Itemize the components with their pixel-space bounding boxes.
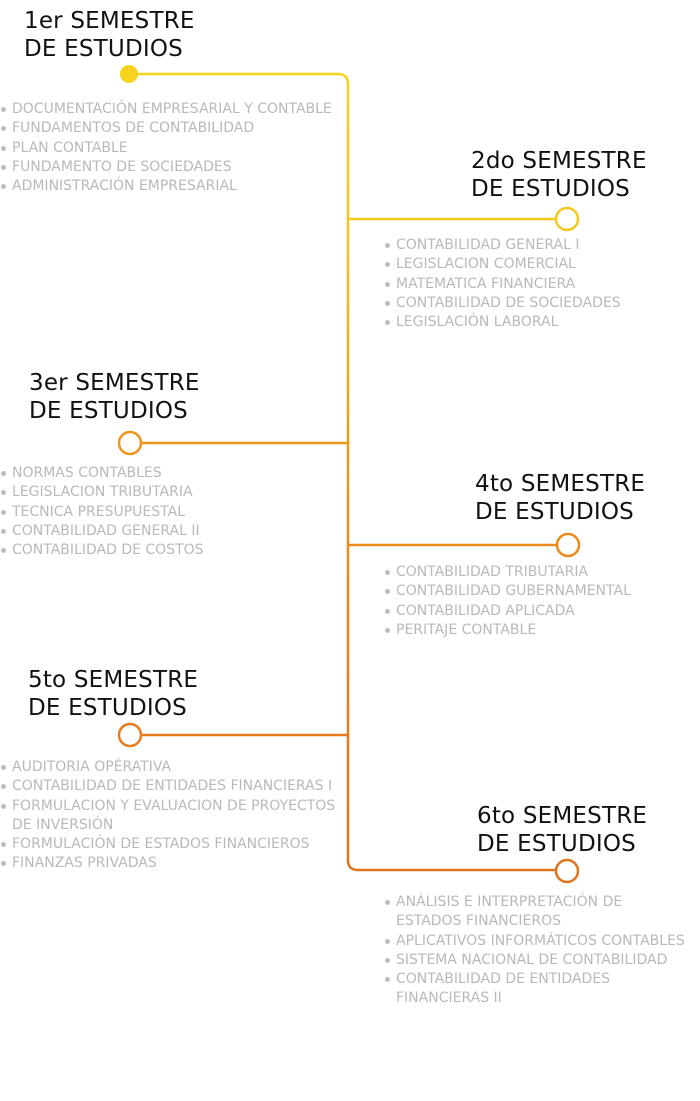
course-item: FORMULACION Y EVALUACION DE PROYECTOS DE… [1, 797, 335, 836]
course-item: LEGISLACIÓN LABORAL [385, 313, 621, 332]
semester-3-title-line1: 3er SEMESTRE [29, 370, 200, 396]
course-item: CONTABILIDAD DE COSTOS [1, 541, 204, 560]
semester-4-title: 4to SEMESTRE DE ESTUDIOS [475, 470, 645, 526]
course-item: SISTEMA NACIONAL DE CONTABILIDAD [385, 951, 685, 970]
course-item: TECNICA PRESUPUESTAL [1, 503, 204, 522]
semester-4-title-line2: DE ESTUDIOS [475, 499, 634, 525]
semester-5-title: 5to SEMESTRE DE ESTUDIOS [28, 666, 198, 722]
course-item: DOCUMENTACIÓN EMPRESARIAL Y CONTABLE [1, 100, 332, 119]
course-item: MATEMATICA FINANCIERA [385, 275, 621, 294]
semester-6-title-line2: DE ESTUDIOS [477, 831, 636, 857]
course-item: CONTABILIDAD DE ENTIDADES FINANCIERAS II [385, 970, 685, 1009]
semester-5-course-list: AUDITORIA OPÉRATIVA CONTABILIDAD DE ENTI… [1, 758, 335, 874]
course-item: CONTABILIDAD TRIBUTARIA [385, 563, 631, 582]
semester-2-title-line2: DE ESTUDIOS [471, 176, 630, 202]
semester-1-title-line1: 1er SEMESTRE [24, 8, 195, 34]
semester-2-title: 2do SEMESTRE DE ESTUDIOS [471, 147, 647, 203]
course-item: CONTABILIDAD DE ENTIDADES FINANCIERAS I [1, 777, 335, 796]
course-item: CONTABILIDAD GUBERNAMENTAL [385, 582, 631, 601]
course-item: FORMULACIÓN DE ESTADOS FINANCIEROS [1, 835, 335, 854]
timeline-trunk [130, 72, 555, 872]
course-item: CONTABILIDAD GENERAL II [1, 522, 204, 541]
semester-1-title: 1er SEMESTRE DE ESTUDIOS [24, 7, 195, 63]
course-item: CONTABILIDAD GENERAL I [385, 236, 621, 255]
semester-2-marker [554, 206, 580, 232]
semester-4-marker [555, 532, 581, 558]
semester-4-title-line1: 4to SEMESTRE [475, 471, 646, 497]
course-item: LEGISLACION COMERCIAL [385, 255, 621, 274]
course-item: PLAN CONTABLE [1, 139, 332, 158]
semester-1-marker [120, 65, 138, 83]
semester-5-marker [117, 722, 143, 748]
course-item: CONTABILIDAD DE SOCIEDADES [385, 294, 621, 313]
semester-3-title-line2: DE ESTUDIOS [29, 398, 188, 424]
semester-6-course-list: ANÁLISIS E INTERPRETACIÓN DE ESTADOS FIN… [385, 893, 685, 1009]
semester-1-course-list: DOCUMENTACIÓN EMPRESARIAL Y CONTABLE FUN… [1, 100, 332, 196]
course-item: ADMINISTRACIÓN EMPRESARIAL [1, 177, 332, 196]
course-item: FUNDAMENTOS DE CONTABILIDAD [1, 119, 332, 138]
semester-2-course-list: CONTABILIDAD GENERAL I LEGISLACION COMER… [385, 236, 621, 332]
semester-6-title-line1: 6to SEMESTRE [477, 803, 648, 829]
course-item: ANÁLISIS E INTERPRETACIÓN DE ESTADOS FIN… [385, 893, 685, 932]
course-item: NORMAS CONTABLES [1, 464, 204, 483]
semester-6-marker [554, 858, 580, 884]
semester-2-title-line1: 2do SEMESTRE [471, 148, 647, 174]
course-item: PERITAJE CONTABLE [385, 621, 631, 640]
semester-3-marker [117, 430, 143, 456]
course-item: LEGISLACION TRIBUTARIA [1, 483, 204, 502]
semester-1-title-line2: DE ESTUDIOS [24, 36, 183, 62]
course-item: AUDITORIA OPÉRATIVA [1, 758, 335, 777]
semester-4-course-list: CONTABILIDAD TRIBUTARIA CONTABILIDAD GUB… [385, 563, 631, 640]
course-item: CONTABILIDAD APLICADA [385, 602, 631, 621]
course-item: FINANZAS PRIVADAS [1, 854, 335, 873]
semester-3-course-list: NORMAS CONTABLES LEGISLACION TRIBUTARIA … [1, 464, 204, 560]
semester-5-title-line1: 5to SEMESTRE [28, 667, 199, 693]
semester-3-title: 3er SEMESTRE DE ESTUDIOS [29, 369, 200, 425]
semester-6-title: 6to SEMESTRE DE ESTUDIOS [477, 802, 647, 858]
course-item: APLICATIVOS INFORMÁTICOS CONTABLES [385, 932, 685, 951]
course-item: FUNDAMENTO DE SOCIEDADES [1, 158, 332, 177]
semester-5-title-line2: DE ESTUDIOS [28, 695, 187, 721]
